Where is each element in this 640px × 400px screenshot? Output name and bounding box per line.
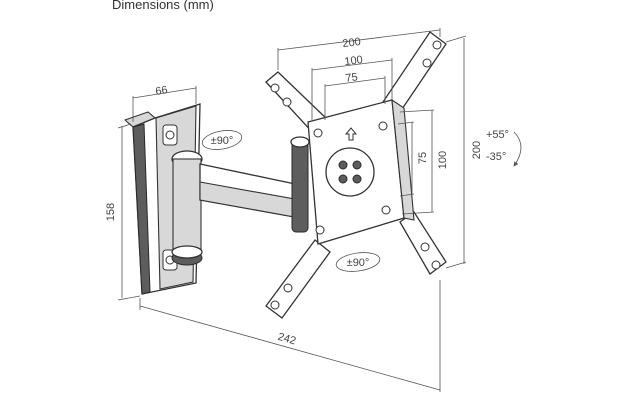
rotation-tilt-up: +55°: [486, 129, 509, 141]
dim-total-depth: 242: [276, 331, 297, 348]
rotation-plate: ±90°: [347, 257, 370, 269]
dim-plate-mid-height: 100: [437, 151, 449, 169]
dim-plate-mid-width: 100: [344, 54, 364, 68]
dim-wall-plate-height: 158: [105, 203, 117, 221]
dim-plate-inner-height: 75: [417, 152, 429, 164]
rotation-arm-swivel: ±90°: [211, 135, 234, 147]
vesa-plate: [265, 31, 447, 319]
dim-wall-plate-width: 66: [155, 84, 169, 98]
dim-plate-outer-width: 200: [342, 36, 362, 50]
swivel-arm: [171, 136, 310, 266]
rotation-tilt-down: -35°: [486, 151, 506, 163]
dim-plate-inner-width: 75: [345, 71, 359, 84]
dimension-lines: [117, 28, 522, 392]
dim-plate-outer-height: 200: [471, 141, 483, 159]
page-title: Dimensions (mm): [112, 0, 214, 12]
